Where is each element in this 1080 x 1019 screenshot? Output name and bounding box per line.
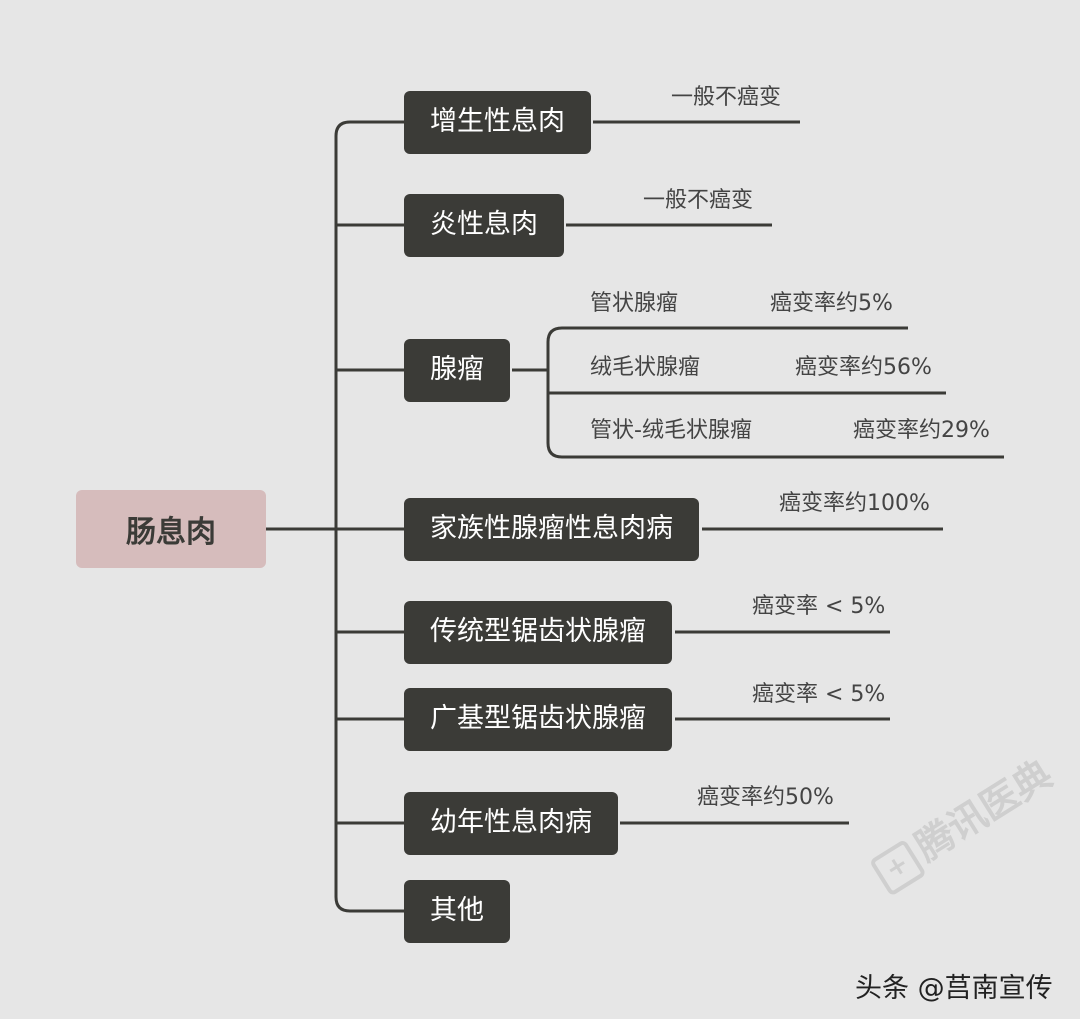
branch-label: 传统型锯齿状腺瘤 [430,616,646,647]
note-label: 一般不癌变 [643,188,754,213]
subtype-label: 绒毛状腺瘤 [590,355,701,380]
note-label: 一般不癌变 [671,85,782,110]
root-label: 肠息肉 [126,515,216,550]
branch-hyperplastic-polyp: 增生性息肉 [404,91,591,154]
source-credit: 头条 @莒南宣传 [855,966,1053,1005]
subtype-rate: 癌变率约5% [770,291,893,316]
branch-label: 炎性息肉 [430,209,538,240]
branch-juvenile-polyposis: 幼年性息肉病 [404,792,618,855]
credit-text: 头条 @莒南宣传 [855,973,1053,1004]
branch-other: 其他 [404,880,510,943]
branch-label: 腺瘤 [430,354,484,385]
branch-label: 广基型锯齿状腺瘤 [430,703,646,734]
root-node: 肠息肉 [76,490,266,568]
subtype-label: 管状-绒毛状腺瘤 [590,418,752,443]
note-label: 癌变率约50% [697,785,834,810]
branch-inflammatory-polyp: 炎性息肉 [404,194,564,257]
spine-line [334,120,404,913]
branch-label: 增生性息肉 [430,106,565,137]
branch-label: 其他 [430,895,484,926]
note-label: 癌变率 < 5% [752,594,886,619]
branch-label: 家族性腺瘤性息肉病 [430,513,673,544]
note-label: 癌变率 < 5% [752,682,886,707]
branch-fap: 家族性腺瘤性息肉病 [404,498,699,561]
subtype-label: 管状腺瘤 [590,291,679,316]
subtype-rate: 癌变率约56% [795,355,932,380]
note-label: 癌变率约100% [779,491,930,516]
subtype-rate: 癌变率约29% [853,418,990,443]
branch-adenoma: 腺瘤 [404,339,510,402]
branch-sessile-serrated-adenoma: 广基型锯齿状腺瘤 [404,688,672,751]
branch-label: 幼年性息肉病 [430,807,592,838]
branch-traditional-serrated-adenoma: 传统型锯齿状腺瘤 [404,601,672,664]
